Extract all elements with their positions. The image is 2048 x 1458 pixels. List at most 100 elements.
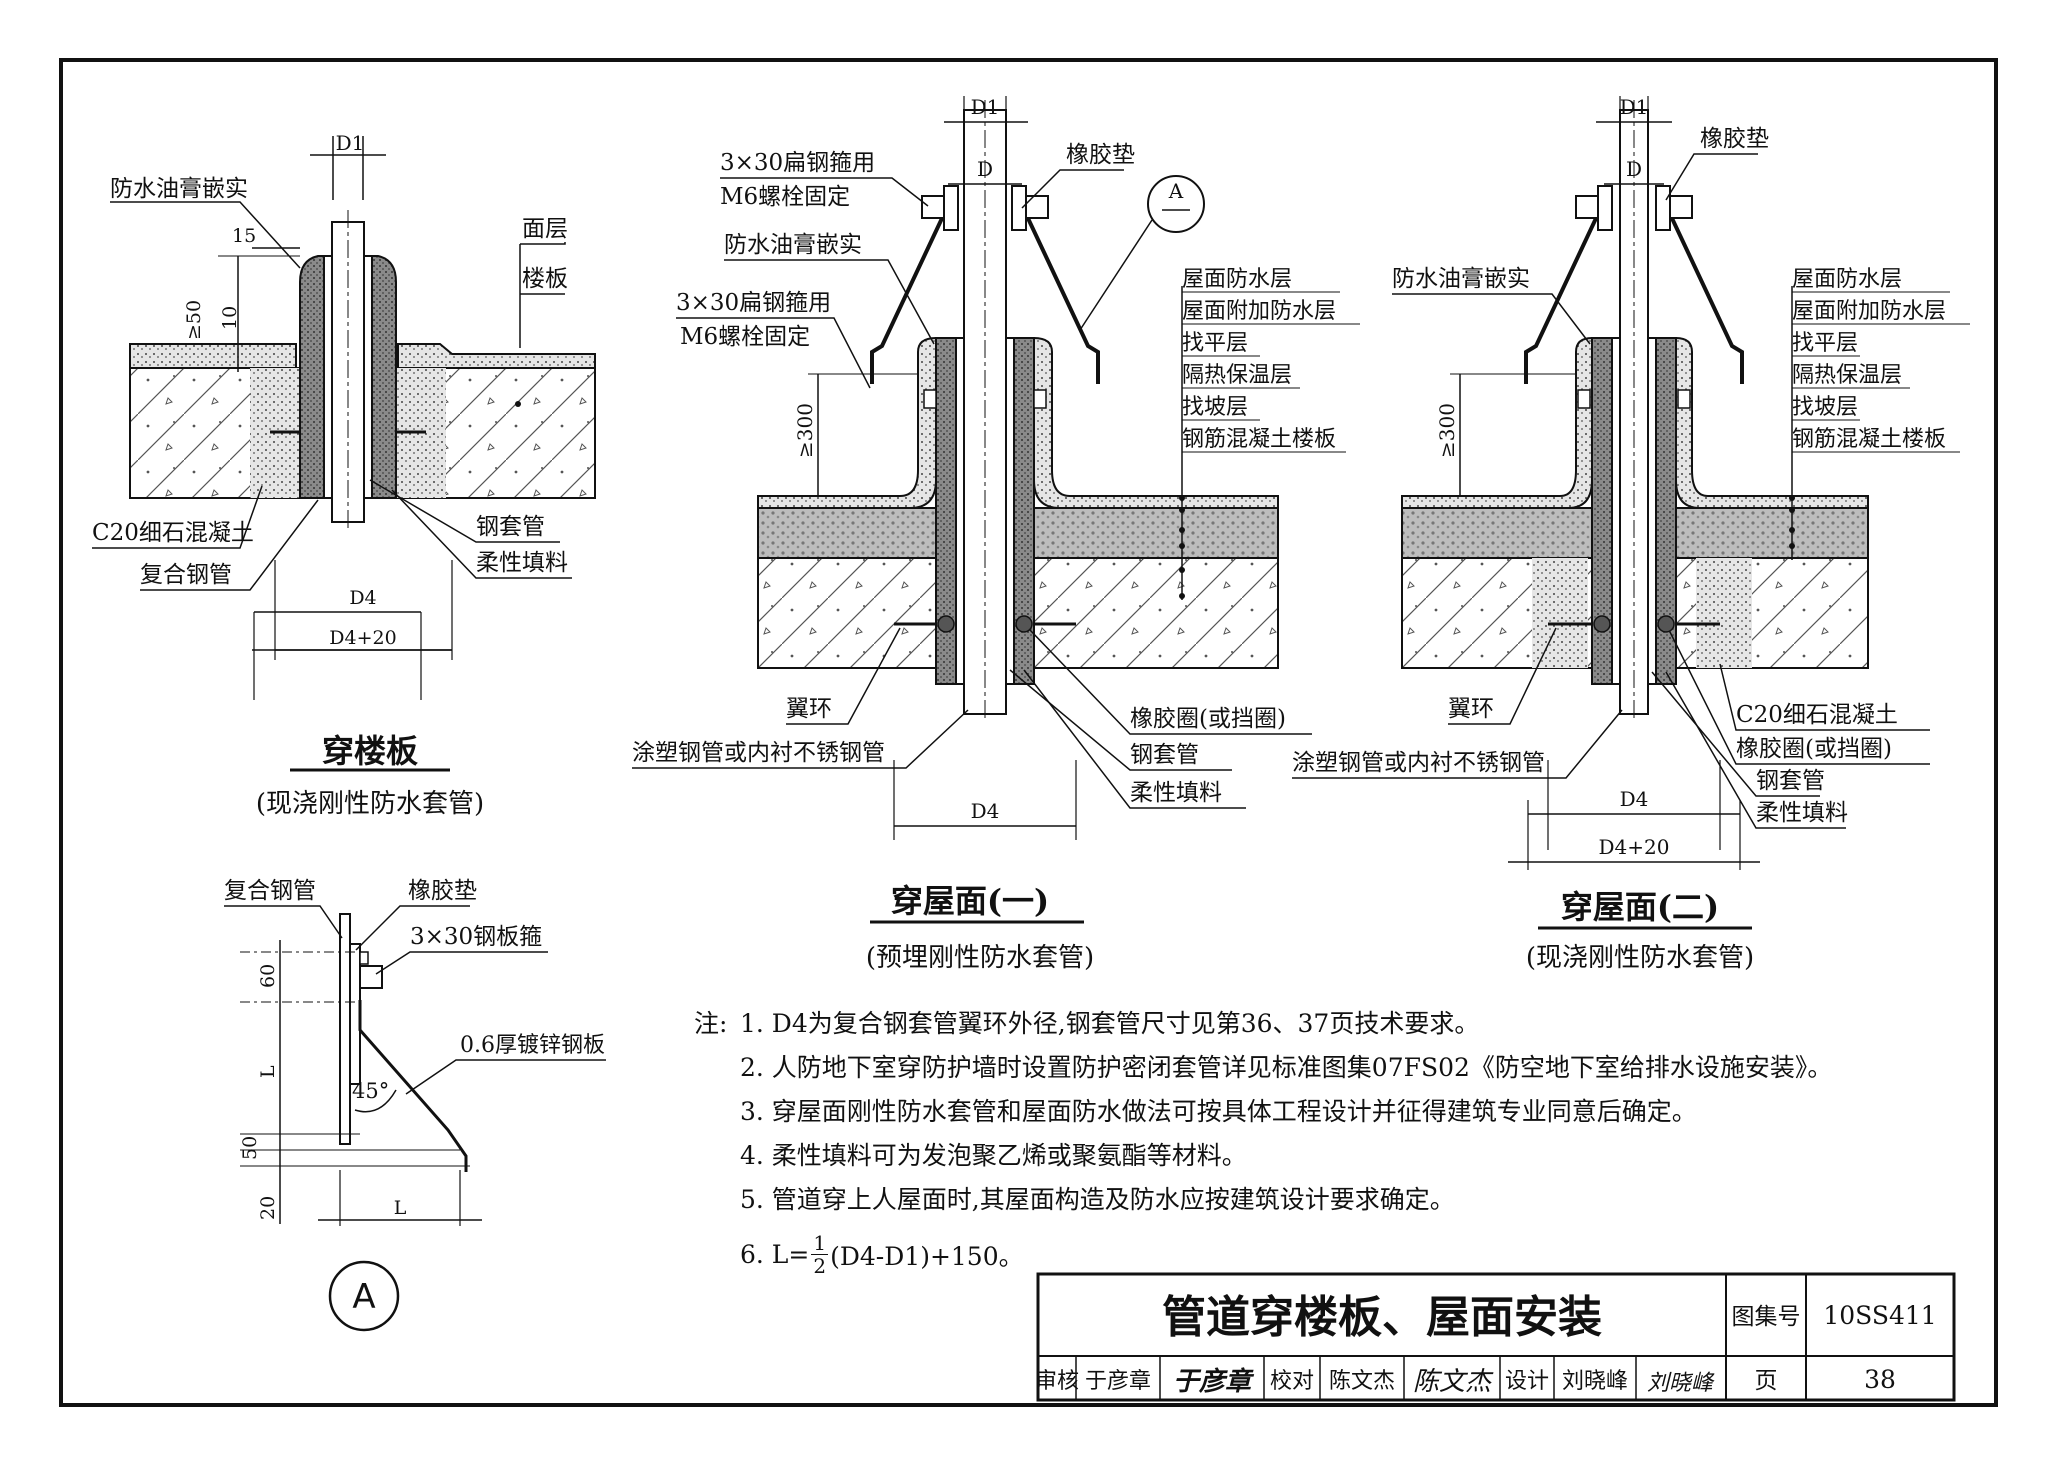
detail-a-dL-h: L bbox=[394, 1197, 407, 1219]
roof2-title: 穿屋面(二) bbox=[1561, 888, 1719, 926]
floor-d4-label: D4 bbox=[349, 587, 376, 609]
detail-a-d60: 60 bbox=[257, 964, 279, 988]
floor-slab-label: 楼板 bbox=[522, 266, 568, 292]
roof2-filler-label: 柔性填料 bbox=[1756, 800, 1848, 826]
floor-d15-label: 15 bbox=[232, 225, 256, 247]
roof2-layer-1: 屋面防水层 bbox=[1792, 267, 1902, 292]
roof1-layer-3: 找平层 bbox=[1182, 331, 1248, 356]
roof2-ge300-label: ≥300 bbox=[1435, 403, 1459, 458]
atlas-label: 图集号 bbox=[1732, 1304, 1801, 1330]
floor-title: 穿楼板 bbox=[322, 732, 418, 770]
detail-a: 60 L 50 20 L 45° 复合钢管 橡胶垫 3×30钢板箍 0.6厚镀锌… bbox=[224, 878, 606, 1332]
roof2-d4-20-label: D4+20 bbox=[1599, 835, 1670, 859]
detail-a-galvanized-plate bbox=[358, 1000, 468, 1172]
check-signature: 陈文杰 bbox=[1413, 1367, 1494, 1397]
roof2-waterproof-left bbox=[1401, 336, 1593, 509]
detail-a-d20: 20 bbox=[257, 1196, 279, 1220]
roof2-sleeve-right bbox=[1647, 337, 1657, 685]
roof1-sleeve-label: 钢套管 bbox=[1130, 742, 1199, 768]
floor-ge50-label: ≥50 bbox=[183, 300, 205, 340]
roof1-coated-pipe-label: 涂塑钢管或内衬不锈钢管 bbox=[632, 740, 885, 766]
floor-surface-label: 面层 bbox=[522, 216, 568, 242]
roof2-rubber-pad-label: 橡胶垫 bbox=[1700, 126, 1769, 152]
roof2-d4-label: D4 bbox=[1620, 787, 1649, 811]
title-block-title: 管道穿楼板、屋面安装 bbox=[1162, 1292, 1602, 1343]
roof2-sleeve-left bbox=[1611, 337, 1621, 685]
roof2-sleeve-label: 钢套管 bbox=[1756, 768, 1825, 794]
check-label: 校对 bbox=[1270, 1369, 1314, 1394]
floor-sleeve-label: 钢套管 bbox=[476, 514, 545, 540]
roof1-d-label: D bbox=[977, 157, 993, 181]
roof1-sleeve-right bbox=[1005, 337, 1015, 685]
roof1-callout-circle bbox=[1147, 175, 1205, 233]
roof1-waterproof-right bbox=[1033, 336, 1279, 509]
review-signature: 于彦章 bbox=[1173, 1367, 1255, 1397]
roof1-layer-labels: 屋面防水层 屋面附加防水层 找平层 隔热保温层 找坡层 钢筋混凝土楼板 bbox=[1179, 267, 1360, 600]
design-label: 设计 bbox=[1505, 1369, 1549, 1394]
roof1-sleeve-left bbox=[955, 337, 965, 685]
roof2-d-label: D bbox=[1626, 157, 1642, 181]
design-name: 刘晓峰 bbox=[1562, 1369, 1628, 1394]
roof1-hoop-top-2: M6螺栓固定 bbox=[720, 184, 850, 210]
check-name: 陈文杰 bbox=[1329, 1369, 1395, 1394]
roof2-waterproof-right bbox=[1675, 336, 1869, 509]
roof2-waterproof-paste-label: 防水油膏嵌实 bbox=[1392, 266, 1530, 292]
roof1-waterproof-paste-label: 防水油膏嵌实 bbox=[724, 232, 862, 258]
design-signature: 刘晓峰 bbox=[1647, 1371, 1715, 1396]
title-block: 管道穿楼板、屋面安装 图集号 10SS411 页 38 审核 于彦章 于彦章 校… bbox=[1035, 1272, 1956, 1402]
steel-sleeve-right bbox=[363, 255, 373, 499]
flexible-filler-left bbox=[299, 255, 325, 499]
roof2-subtitle: (现浇刚性防水套管) bbox=[1526, 943, 1754, 973]
note-4: 4. 柔性填料可为发泡聚乙烯或聚氨酯等材料。 bbox=[740, 1141, 1247, 1170]
floor-waterproof-paste-label: 防水油膏嵌实 bbox=[110, 176, 248, 202]
floor-composite-label: 复合钢管 bbox=[140, 562, 232, 588]
detail-a-dL-v: L bbox=[257, 1065, 279, 1078]
roof1-layer-6: 钢筋混凝土楼板 bbox=[1182, 427, 1336, 452]
roof1-subtitle: (预埋刚性防水套管) bbox=[866, 943, 1094, 973]
note-2: 2. 人防地下室穿防护墙时设置防护密闭套管详见标准图集07FS02《防空地下室给… bbox=[740, 1053, 1833, 1082]
detail-a-hoop-label: 3×30钢板箍 bbox=[410, 924, 542, 950]
roof2-layer-5: 找坡层 bbox=[1792, 395, 1858, 420]
floor-d4-20-label: D4+20 bbox=[329, 627, 396, 649]
note-6-suffix: (D4-D1)+150。 bbox=[830, 1241, 1024, 1271]
roof1-ring-left bbox=[937, 615, 955, 633]
roof1-d4-label: D4 bbox=[971, 799, 1000, 823]
roof1-ge300-label: ≥300 bbox=[793, 403, 817, 458]
detail-a-galvanized-label: 0.6厚镀锌钢板 bbox=[460, 1033, 605, 1058]
flexible-filler-right bbox=[371, 255, 397, 499]
steel-sleeve-left bbox=[323, 255, 333, 499]
roof1-layer-2: 屋面附加防水层 bbox=[1182, 299, 1336, 324]
detail-a-pipe bbox=[339, 913, 351, 1145]
roof2-layer-3: 找平层 bbox=[1792, 331, 1858, 356]
floor-subtitle: (现浇刚性防水套管) bbox=[256, 789, 484, 819]
note-6-fraction: 1 2 bbox=[811, 1232, 829, 1277]
roof1-layer-5: 找坡层 bbox=[1182, 395, 1248, 420]
roof2-section: D1 D ≥300 橡胶垫 防水油膏嵌实 屋面防水层 屋面附加防水层 找平层 隔… bbox=[1292, 95, 1970, 973]
floor-marker bbox=[515, 401, 521, 407]
detail-a-rubber-pad-label: 橡胶垫 bbox=[408, 878, 477, 904]
roof2-layer-2: 屋面附加防水层 bbox=[1792, 299, 1946, 324]
review-label: 审核 bbox=[1035, 1369, 1079, 1394]
roof1-rubber-ring-label: 橡胶圈(或挡圈) bbox=[1130, 706, 1286, 732]
detail-a-callout-circle bbox=[328, 1260, 400, 1332]
roof2-wing-ring-label: 翼环 bbox=[1448, 696, 1494, 722]
roof2-coated-pipe-label: 涂塑钢管或内衬不锈钢管 bbox=[1292, 750, 1545, 776]
roof2-layer-6: 钢筋混凝土楼板 bbox=[1792, 427, 1946, 452]
detail-a-d50: 50 bbox=[239, 1136, 261, 1160]
page-value: 38 bbox=[1864, 1365, 1896, 1394]
roof1-hoop-mid-1: 3×30扁钢箍用 bbox=[676, 290, 831, 316]
roof1-d1-label: D1 bbox=[971, 95, 1000, 119]
detail-a-angle: 45° bbox=[352, 1079, 389, 1103]
roof2-c20-label: C20细石混凝土 bbox=[1736, 702, 1898, 728]
roof1-wing-ring-label: 翼环 bbox=[786, 696, 832, 722]
roof2-c20-left bbox=[1532, 558, 1588, 668]
roof1-title: 穿屋面(一) bbox=[891, 882, 1049, 920]
note-1: 1. D4为复合钢套管翼环外径,钢套管尺寸见第36、37页技术要求。 bbox=[740, 1009, 1480, 1038]
atlas-value: 10SS411 bbox=[1823, 1301, 1936, 1330]
note-3: 3. 穿屋面刚性防水套管和屋面防水做法可按具体工程设计并征得建筑专业同意后确定。 bbox=[740, 1097, 1697, 1126]
page-label: 页 bbox=[1755, 1368, 1778, 1394]
roof1-rubber-pad-label: 橡胶垫 bbox=[1066, 142, 1135, 168]
roof2-d1-label: D1 bbox=[1620, 95, 1649, 119]
floor-filler-label: 柔性填料 bbox=[476, 550, 568, 576]
